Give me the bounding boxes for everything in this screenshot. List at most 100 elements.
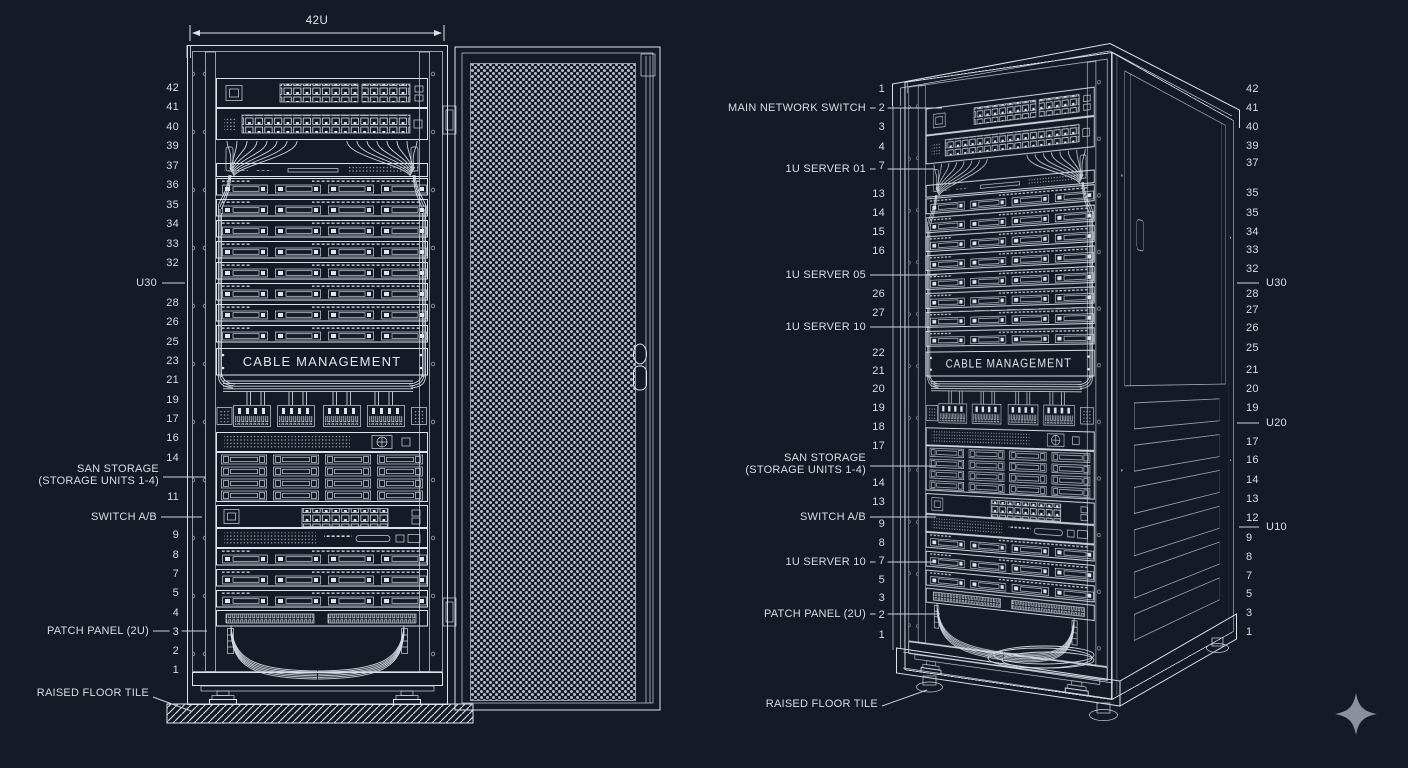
u-number: 28 [163,297,182,309]
cable-coil [987,645,1095,669]
u-number: 35 [1243,207,1262,219]
u-number: 41 [1243,102,1262,114]
mesh-door [442,46,661,711]
u-marker: U20 [1266,417,1287,429]
u-number: 16 [1243,454,1262,466]
door-latch [640,53,656,77]
rack-base [896,613,1237,707]
door-handle [633,343,647,391]
u-number: 19 [1243,402,1262,414]
u-number: 21 [163,374,182,386]
u-number: 22 [869,347,888,359]
u-number: 35 [1243,187,1262,199]
u-number: 25 [1243,342,1262,354]
u-number: 4 [169,607,182,619]
u-number: 5 [875,574,888,586]
u-marker: U30 [1266,277,1287,289]
u-number: 14 [163,452,182,464]
u-number: 13 [1243,493,1262,505]
u-number: 18 [869,421,888,433]
u-number: 12 [1243,512,1262,524]
u-number: 14 [869,207,888,219]
leveling-feet [916,637,1229,721]
u-number: 37 [1243,157,1262,169]
annotation-label: RAISED FLOOR TILE [36,687,149,699]
u-number: 27 [1243,304,1262,316]
u-number: 21 [869,365,888,377]
cable-management-label: CABLE MANAGEMENT [946,358,1072,371]
u-number: 5 [169,587,182,599]
u-number: 16 [869,245,888,257]
u-number: 20 [869,383,888,395]
u-number: 8 [875,537,888,549]
annotation-label: 1U SERVER 01 [785,163,866,175]
annotation-label: 1U SERVER 05 [785,269,866,281]
u-number: 20 [1243,383,1262,395]
u-number: 9 [169,529,182,541]
u-number: 26 [1243,322,1262,334]
annotation-label: MAIN NETWORK SWITCH [728,102,866,114]
u-number: 35 [163,199,182,211]
u-number: 1 [1243,626,1256,638]
cable-management-label: CABLE MANAGEMENT [243,354,402,369]
annotation-label: SWITCH A/B [799,511,866,523]
u-number: 40 [163,121,182,133]
u-number: 7 [875,160,888,172]
annotation-label: RAISED FLOOR TILE [765,698,878,710]
u-number: 40 [1243,121,1262,133]
u-number: 33 [1243,244,1262,256]
u-number: 27 [869,307,888,319]
u-number: 25 [163,336,182,348]
u-number: 15 [869,226,888,238]
u-number: 1 [875,83,888,95]
u-number: 39 [163,140,182,152]
u-number: 19 [163,394,182,406]
annotation-label: SAN STORAGE(STORAGE UNITS 1-4) [745,452,866,476]
u-number: 9 [1243,532,1256,544]
u-number: 28 [1243,288,1262,300]
u-number: 32 [163,257,182,269]
annotation-label: 1U SERVER 10 [785,321,866,333]
u-number: 36 [163,179,182,191]
u-number: 1 [875,629,888,641]
u-number: 16 [163,432,182,444]
u-number: 41 [163,101,182,113]
u-number: 13 [869,496,888,508]
u-number: 8 [1243,551,1256,563]
u-number: 3 [1243,607,1256,619]
door-hinge [442,105,457,627]
u-number: 3 [169,626,182,638]
u-number: 8 [169,549,182,561]
u-number: 4 [875,141,888,153]
u-number: 17 [1243,436,1262,448]
u-number: 1 [169,664,182,676]
annotation-label: 1U SERVER 10 [785,556,866,568]
u-number: 33 [163,238,182,250]
annotation-label: SWITCH A/B [90,511,157,523]
u-number: 34 [163,218,182,230]
u-number: 14 [1243,474,1262,486]
isometric-front-face: CABLE MANAGEMENT [905,52,1112,700]
rack-height-dimension: 42U [305,15,329,27]
u-number: 3 [875,592,888,604]
u-number: 39 [1243,140,1262,152]
u-number: 32 [1243,263,1262,275]
u-number: 5 [1243,588,1256,600]
u-number: 23 [163,355,182,367]
u-number: 21 [1243,364,1262,376]
sparkle-icon [1332,690,1380,738]
u-number: 7 [169,568,182,580]
u-number: 7 [875,555,888,567]
u-number: 2 [875,102,888,114]
u-number: 9 [875,518,888,530]
annotation-label: SAN STORAGE(STORAGE UNITS 1-4) [38,463,159,487]
u-number: 17 [163,413,182,425]
u-marker: U30 [136,277,157,289]
u-number: 14 [869,477,888,489]
annotation-label: PATCH PANEL (2U) [764,608,866,620]
u-number: 42 [1243,83,1262,95]
u-number: 42 [163,82,182,94]
u-number: 11 [164,491,182,503]
